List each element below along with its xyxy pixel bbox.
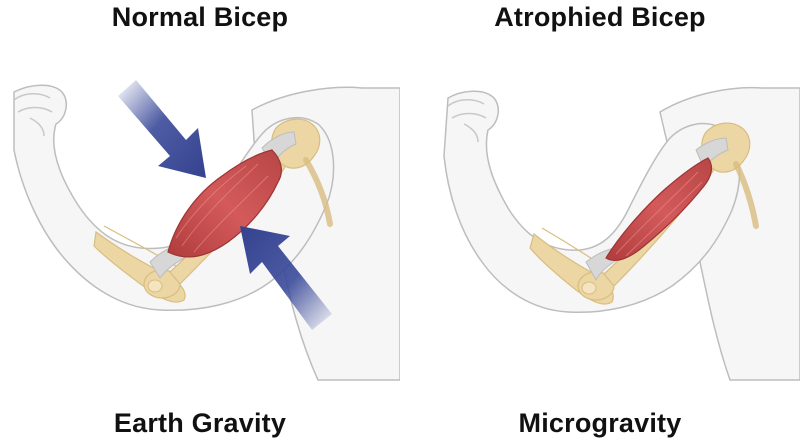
microgravity-caption: Microgravity (518, 408, 682, 438)
biceps-muscle-atrophied (605, 157, 713, 261)
earth-gravity-caption: Earth Gravity (113, 408, 287, 438)
biceps-muscle-normal (167, 149, 282, 258)
arrow-icon (240, 226, 332, 330)
arrow-icon (118, 80, 206, 178)
arm-silhouette (443, 90, 741, 314)
atrophied-bicep-title: Atrophied Bicep (494, 2, 706, 32)
normal-arm-illustration (13, 80, 400, 381)
normal-bicep-title: Normal Bicep (111, 2, 289, 32)
atrophied-arm-illustration (443, 86, 800, 381)
fist-knuckles (447, 99, 487, 143)
fist-knuckles (13, 93, 53, 137)
